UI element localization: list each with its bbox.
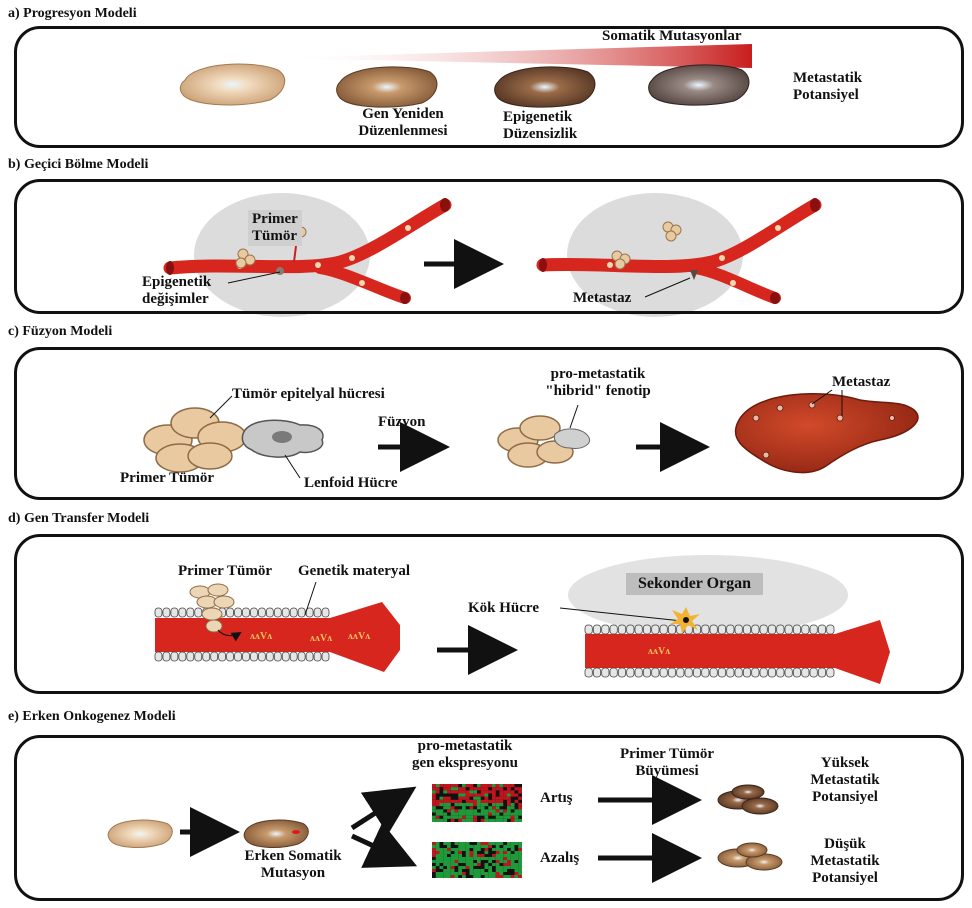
section-d-title: d) Gen Transfer Modeli xyxy=(8,511,149,527)
dna-fragment-3: ʌʌVʌ xyxy=(348,628,370,645)
high-potential-line3: Potansiyel xyxy=(800,789,890,806)
epigenetic-changes-label: Epigenetik değişimler xyxy=(142,274,211,308)
epigenetic-dysregulation-line1: Epigenetik xyxy=(503,109,577,126)
metastatic-potential-line2: Potansiyel xyxy=(793,87,862,104)
section-a-title: a) Progresyon Modeli xyxy=(8,6,137,22)
low-potential-line3: Potansiyel xyxy=(800,870,890,887)
epigenetic-dysregulation-label: Epigenetik Düzensizlik xyxy=(503,109,577,143)
section-e-title: e) Erken Onkogenez Modeli xyxy=(8,709,176,725)
epithelial-cell-label: Tümör epitelyal hücresi xyxy=(232,386,385,403)
d-primary-tumor-label: Primer Tümör xyxy=(178,563,272,580)
b-metastasis-label: Metastaz xyxy=(573,290,631,307)
gene-rearrangement-line1: Gen Yeniden xyxy=(343,106,463,123)
hybrid-phenotype-line2: "hibrid" fenotip xyxy=(530,383,666,400)
tumor-growth-line1: Primer Tümör xyxy=(602,746,732,763)
early-mutation-line1: Erken Somatik xyxy=(228,848,358,865)
high-potential-label: Yüksek Metastatik Potansiyel xyxy=(800,755,890,806)
high-potential-line2: Metastatik xyxy=(800,772,890,789)
low-potential-line1: Düşük xyxy=(800,836,890,853)
gene-expression-line2: gen ekspresyonu xyxy=(400,755,530,772)
metastatic-potential-line1: Metastatik xyxy=(793,70,862,87)
primary-tumor-line2: Tümör xyxy=(252,228,298,245)
section-c-title: c) Füzyon Modeli xyxy=(8,324,112,340)
epigenetic-dysregulation-line2: Düzensizlik xyxy=(503,126,577,143)
lymphoid-cell-label: Lenfoid Hücre xyxy=(304,475,397,492)
secondary-organ-label: Sekonder Organ xyxy=(626,573,763,595)
primary-tumor-line1: Primer xyxy=(252,211,298,228)
hybrid-phenotype-line1: pro-metastatik xyxy=(530,366,666,383)
dna-fragment-1: ʌʌVʌ xyxy=(250,628,272,645)
fusion-label: Füzyon xyxy=(378,414,426,431)
section-b-title: b) Geçici Bölme Modeli xyxy=(8,157,148,173)
dna-fragment-4: ʌʌVʌ xyxy=(648,643,670,660)
high-potential-line1: Yüksek xyxy=(800,755,890,772)
early-mutation-line2: Mutasyon xyxy=(228,865,358,882)
c-metastasis-label: Metastaz xyxy=(832,374,890,391)
primary-tumor-label: Primer Tümör xyxy=(248,210,302,246)
genetic-material-label: Genetik materyal xyxy=(298,563,410,580)
tumor-growth-line2: Büyümesi xyxy=(602,763,732,780)
gene-rearrangement-line2: Düzenlenmesi xyxy=(343,123,463,140)
low-potential-label: Düşük Metastatik Potansiyel xyxy=(800,836,890,887)
stem-cell-label: Kök Hücre xyxy=(468,600,539,617)
gene-expression-label: pro-metastatik gen ekspresyonu xyxy=(400,738,530,772)
dna-fragment-2: ʌʌVʌ xyxy=(310,630,332,647)
tumor-growth-label: Primer Tümör Büyümesi xyxy=(602,746,732,780)
c-primary-tumor-label: Primer Tümör xyxy=(120,470,214,487)
epigenetic-changes-line2: değişimler xyxy=(142,291,211,308)
somatic-mutations-label: Somatik Mutasyonlar xyxy=(602,28,742,45)
hybrid-phenotype-label: pro-metastatik "hibrid" fenotip xyxy=(530,366,666,400)
gene-rearrangement-label: Gen Yeniden Düzenlenmesi xyxy=(343,106,463,140)
early-mutation-label: Erken Somatik Mutasyon xyxy=(228,848,358,882)
increase-label: Artış xyxy=(540,790,573,807)
decrease-label: Azalış xyxy=(540,850,579,867)
epigenetic-changes-line1: Epigenetik xyxy=(142,274,211,291)
gene-expression-line1: pro-metastatik xyxy=(400,738,530,755)
low-potential-line2: Metastatik xyxy=(800,853,890,870)
metastatic-potential-label: Metastatik Potansiyel xyxy=(793,70,862,104)
